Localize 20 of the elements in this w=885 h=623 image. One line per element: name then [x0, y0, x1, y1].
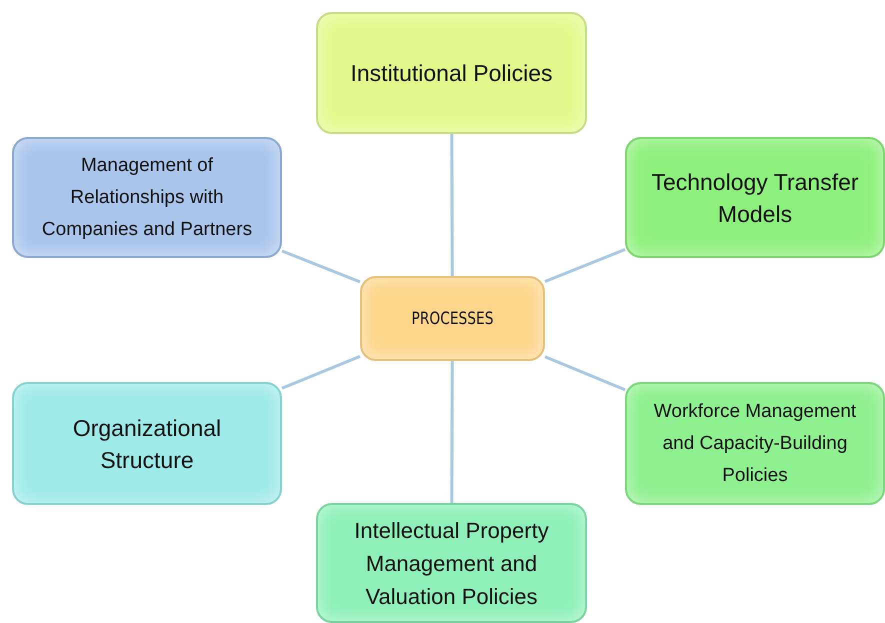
topic-box [316, 12, 587, 134]
topic-box [625, 382, 885, 505]
box-text: Intellectual Property Management and Valuation Policies [353, 516, 550, 610]
box-text: Workforce Management and Capacity-Building Policies [652, 400, 858, 488]
connector-line [544, 248, 626, 283]
connector-line [281, 250, 361, 284]
box-text: Organizational Structure [72, 414, 222, 474]
topic-box [12, 382, 282, 505]
topic-box [316, 503, 587, 623]
box-text: Institutional Policies [350, 59, 554, 88]
topic-box [12, 137, 282, 258]
connector-line [544, 355, 626, 392]
box-text: PROCESSES [410, 308, 494, 330]
box-text: Technology Transfer Models [650, 168, 860, 228]
connector-line [450, 361, 454, 503]
connector-line [450, 134, 454, 276]
topic-box [625, 137, 885, 258]
topic-box [360, 276, 545, 361]
connector-line [281, 354, 361, 390]
box-text: Management of Relationships with Companies and Partners [40, 154, 254, 242]
